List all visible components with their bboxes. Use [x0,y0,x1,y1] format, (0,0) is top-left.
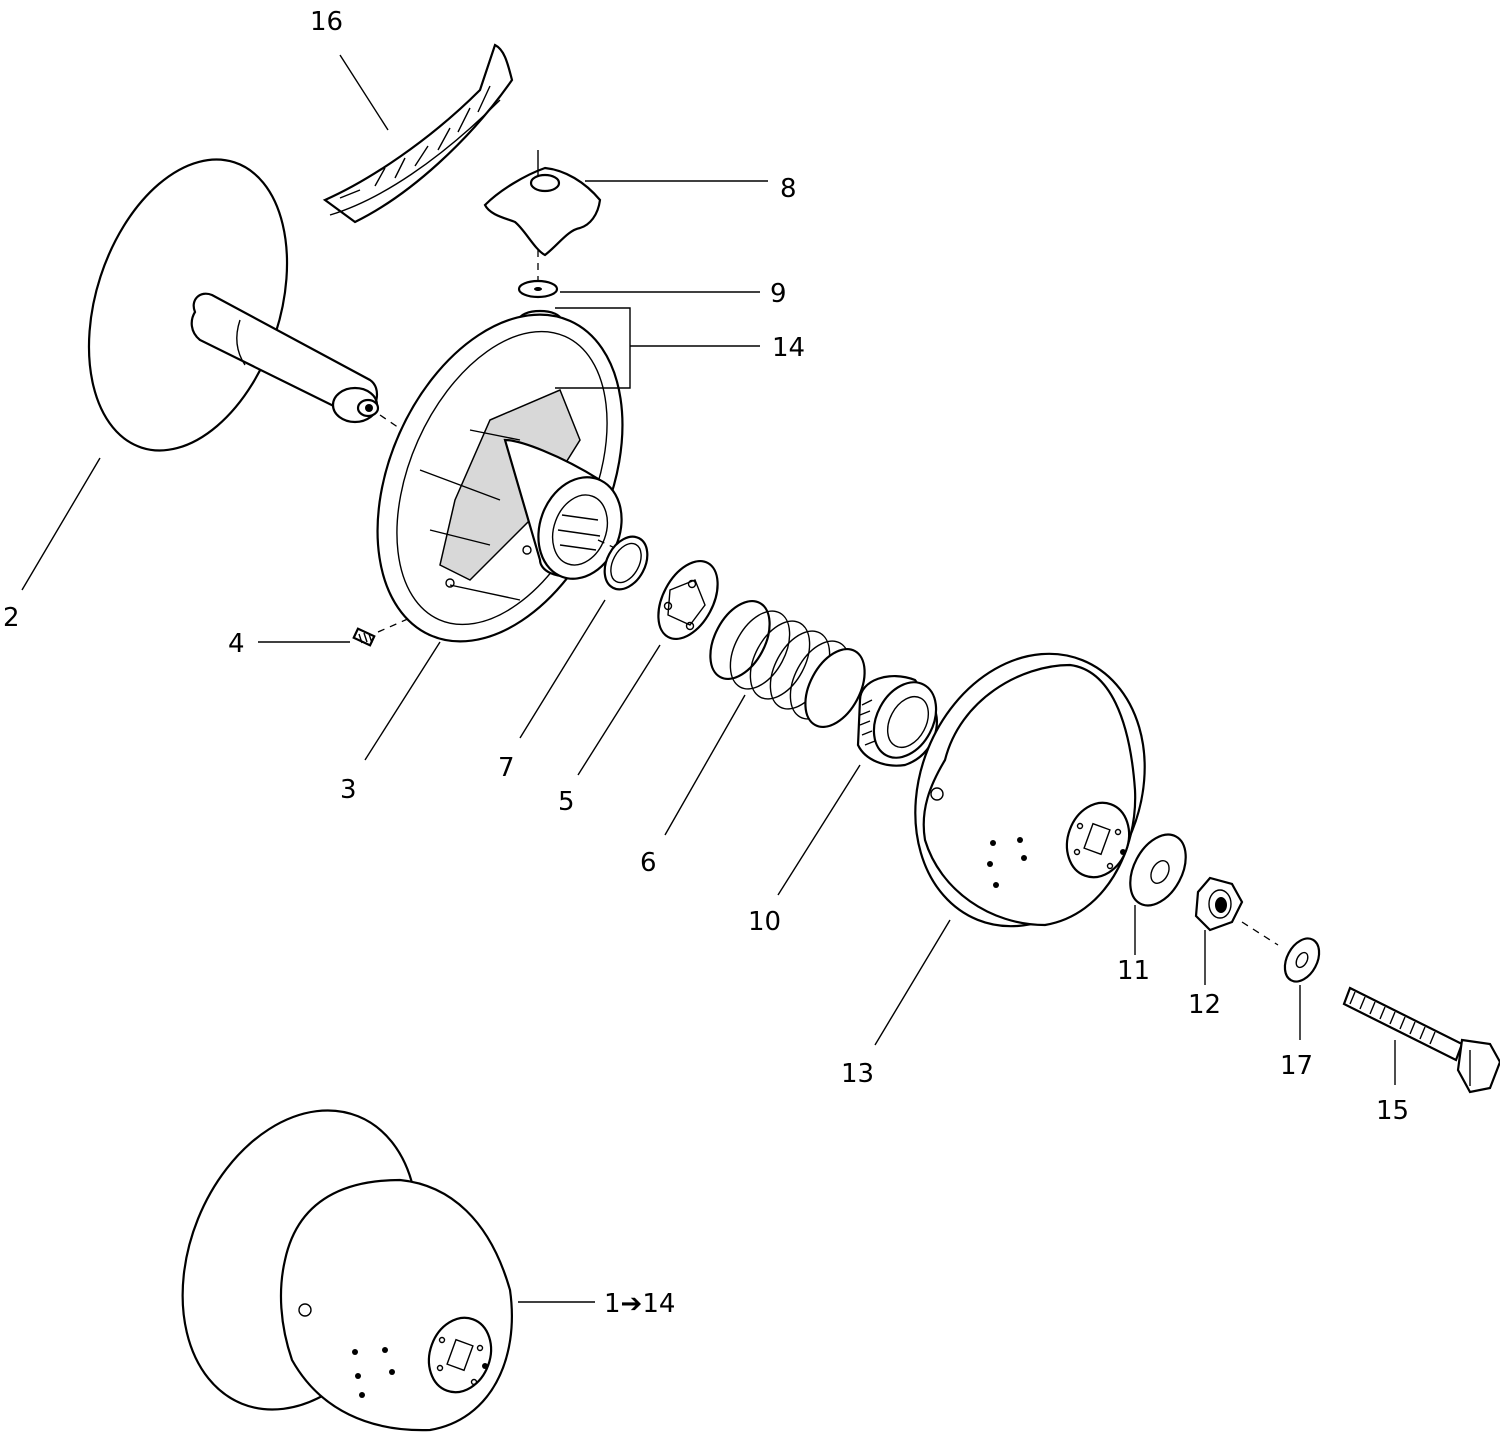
callout-2: 2 [3,603,20,633]
part-6-spring [709,600,866,728]
callout-14: 14 [772,333,805,363]
callout-5: 5 [558,787,575,817]
assembled-pulley [181,1109,513,1432]
part-9-washer [517,279,559,299]
part-11-flat-washer [1129,833,1187,907]
callout-8: 8 [780,174,797,204]
part-2-fixed-sheave [87,158,380,452]
callout-13: 13 [841,1059,874,1089]
part-7-retaining-ring [603,535,649,591]
callout-17: 17 [1280,1051,1313,1081]
callout-12: 12 [1188,990,1221,1020]
part-4-set-screw [352,627,376,647]
callout-11: 11 [1117,956,1150,986]
callout-10: 10 [748,907,781,937]
part-12-hex-nut [1194,876,1244,932]
callout-assembly-1-to-14: 1➔14 [604,1289,675,1319]
callout-6: 6 [640,848,657,878]
part-16-drive-belt [322,43,514,224]
leader-lines [21,54,1396,1303]
callout-16: 16 [310,7,343,37]
callout-9: 9 [770,279,787,309]
callout-4: 4 [228,629,245,659]
callout-15: 15 [1376,1096,1409,1126]
part-3-movable-sheave [376,313,624,643]
part-5-spring-seat [657,560,719,640]
part-17-lock-washer [1283,937,1321,983]
callout-3: 3 [340,775,357,805]
part-8-slider-block [483,150,602,257]
callout-7: 7 [498,753,515,783]
part-15-bolt [1342,986,1500,1094]
callout-labels: 16 8 9 14 2 4 3 7 5 6 10 13 11 12 17 15 … [3,7,1409,1319]
part-13-cover [914,652,1146,928]
